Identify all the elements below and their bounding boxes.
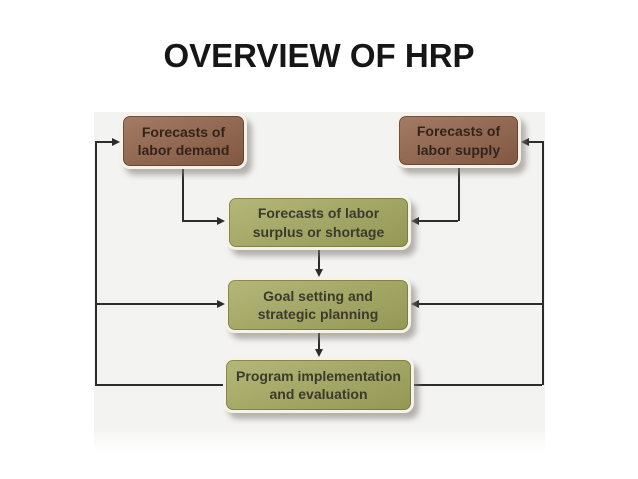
connector-labor-demand-into-surplus bbox=[182, 220, 217, 222]
node-label-line: labor supply bbox=[416, 141, 501, 158]
connector-right-loop-into-goal-setting bbox=[419, 303, 542, 305]
arrowhead-into-labor-supply-icon bbox=[521, 137, 529, 146]
arrowhead-into-surplus-right-icon bbox=[411, 216, 419, 225]
arrowhead-into-surplus-left-icon bbox=[217, 216, 225, 225]
connector-feedback-into-labor-demand bbox=[96, 141, 113, 143]
connector-program-to-right-loop bbox=[414, 384, 542, 386]
arrowhead-into-goal-setting-right-icon bbox=[411, 299, 419, 308]
arrowhead-into-program-top-icon bbox=[314, 349, 323, 357]
diagram-panel-fade bbox=[94, 427, 545, 453]
connector-feedback-left-vertical bbox=[95, 141, 97, 385]
connector-goal-setting-to-program bbox=[318, 333, 320, 349]
arrowhead-into-goal-setting-top-icon bbox=[314, 269, 323, 277]
connector-labor-supply-down bbox=[458, 168, 460, 221]
node-forecasts-of-labor-surplus-or-shortage: Forecasts of labor surplus or shortage bbox=[226, 195, 411, 250]
node-forecasts-of-labor-supply: Forecasts of labor supply bbox=[396, 113, 521, 168]
node-label-line: Forecasts of bbox=[141, 123, 226, 140]
node-label-line: and evaluation bbox=[269, 386, 368, 402]
arrowhead-into-labor-demand-icon bbox=[112, 137, 120, 146]
node-program-implementation-and-evaluation: Program implementation and evaluation bbox=[223, 357, 414, 413]
node-label-line: labor demand bbox=[137, 142, 230, 158]
connector-feedback-right-vertical bbox=[542, 141, 544, 385]
node-label-line: surplus or shortage bbox=[252, 223, 385, 240]
node-forecasts-of-labor-demand: Forecasts of labor demand bbox=[120, 113, 247, 169]
node-label-line: Goal setting and bbox=[263, 287, 373, 304]
node-label-line: Program implementation bbox=[236, 367, 401, 384]
node-label-line: Forecasts of bbox=[416, 123, 501, 139]
node-goal-setting-and-strategic-planning: Goal setting and strategic planning bbox=[225, 277, 411, 333]
connector-left-loop-into-goal-setting bbox=[96, 303, 217, 305]
node-label-line: strategic planning bbox=[257, 306, 379, 322]
connector-surplus-to-goal-setting bbox=[318, 250, 320, 270]
connector-labor-supply-into-surplus bbox=[419, 220, 458, 222]
connector-labor-demand-down bbox=[182, 169, 184, 221]
arrowhead-into-goal-setting-left-icon bbox=[217, 299, 225, 308]
connector-feedback-into-labor-supply bbox=[529, 141, 543, 143]
connector-program-to-left-loop bbox=[95, 384, 223, 386]
node-label-line: Forecasts of labor bbox=[257, 205, 380, 221]
slide-title: OVERVIEW OF HRP bbox=[163, 37, 475, 74]
